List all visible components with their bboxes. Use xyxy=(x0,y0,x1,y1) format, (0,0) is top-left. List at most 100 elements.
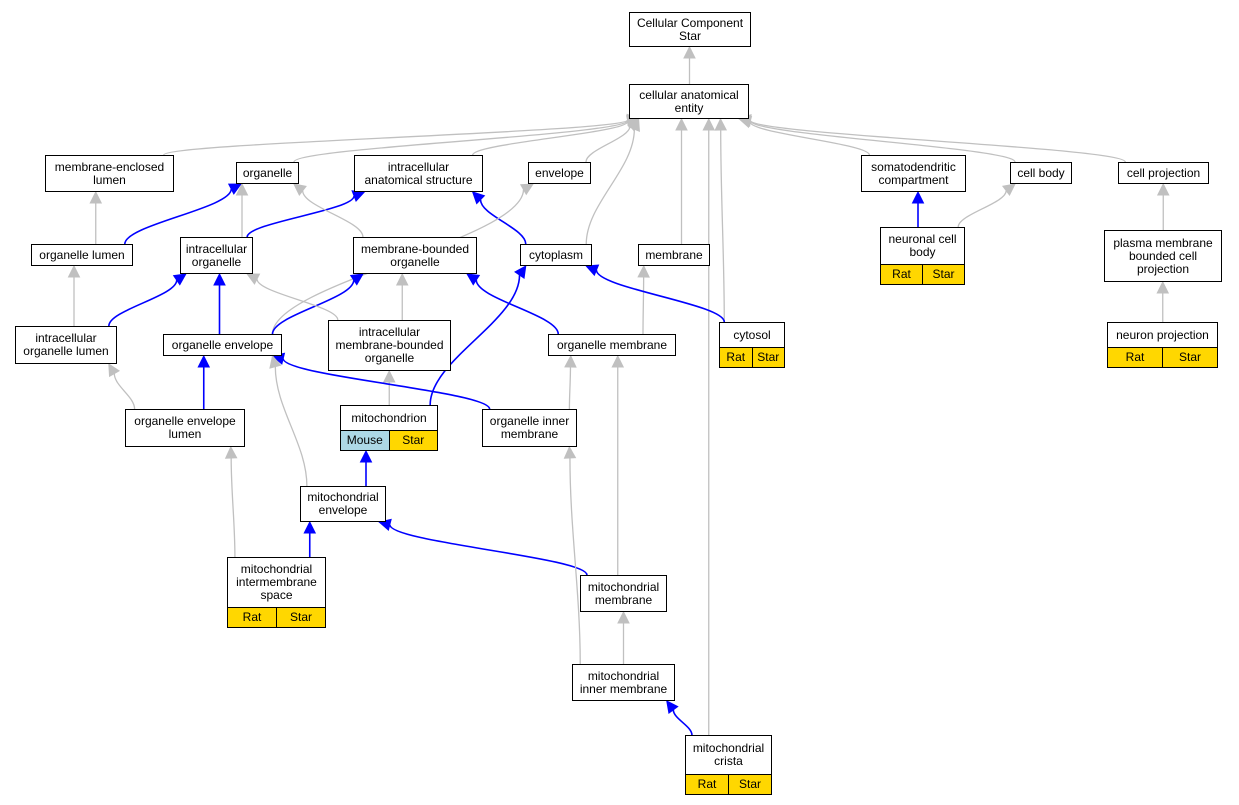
edge-intorg-to-ias xyxy=(246,195,355,238)
arrowhead xyxy=(359,449,373,463)
edge-oim-to-orgmem xyxy=(568,366,572,410)
edge-oim-to-orgenv xyxy=(282,358,491,410)
edge-cytosol-to-cytoplasm xyxy=(595,269,726,323)
arrowhead xyxy=(519,183,535,196)
edge-cellproj-to-cae xyxy=(749,119,1126,163)
arrowhead xyxy=(683,45,696,59)
tag-rat: Rat xyxy=(720,348,752,367)
arrowhead xyxy=(1156,182,1170,196)
arrowhead xyxy=(666,700,679,714)
arrowhead xyxy=(303,520,317,534)
term-label: intracellular membrane-bounded organelle xyxy=(335,325,444,365)
tag-star: Star xyxy=(751,348,784,367)
term-label: mitochondrial intermembrane space xyxy=(236,562,317,602)
term-label: organelle lumen xyxy=(39,247,125,262)
edge-mel-to-cae xyxy=(163,119,629,156)
term-node-plasma-membrane-bounded-cell-projection[interactable]: plasma membrane bounded cell projection xyxy=(1104,230,1222,282)
term-node-cellular-anatomical-entity[interactable]: cellular anatomical entity xyxy=(629,84,749,119)
tag-rat: Rat xyxy=(228,608,276,627)
term-node-organelle-inner-membrane[interactable]: organelle inner membrane xyxy=(482,409,577,447)
term-label: cell projection xyxy=(1126,165,1201,180)
term-node-mitochondrial-envelope[interactable]: mitochondrial envelope xyxy=(300,486,386,522)
tag-rat: Rat xyxy=(1108,348,1162,367)
term-node-organelle-envelope[interactable]: organelle envelope xyxy=(163,334,282,356)
term-node-intracellular-organelle[interactable]: intracellular organelle xyxy=(180,237,253,274)
edge-mitoenv-to-orgenv xyxy=(274,366,308,487)
term-label: cytosol xyxy=(733,327,771,342)
edge-mbo-to-organelle xyxy=(302,190,364,238)
term-label: cellular anatomical entity xyxy=(639,87,739,115)
term-label: neuronal cell body xyxy=(888,232,957,259)
term-node-intracellular-membrane-bounded-organelle[interactable]: intracellular membrane-bounded organelle xyxy=(328,320,451,371)
term-label: intracellular organelle xyxy=(185,241,248,269)
term-node-cellular-component-star[interactable]: Cellular Component Star xyxy=(629,12,751,47)
arrowhead xyxy=(514,265,527,280)
tag-star: Star xyxy=(728,775,771,794)
term-node-cell-body[interactable]: cell body xyxy=(1010,162,1072,184)
term-node-mitochondrial-inner-membrane[interactable]: mitochondrial inner membrane xyxy=(572,664,675,701)
arrowhead xyxy=(471,191,486,205)
arrowhead xyxy=(1001,183,1016,196)
arrowhead xyxy=(382,369,396,383)
edge-orgmem-to-membrane xyxy=(642,276,645,335)
edge-orgmem-to-mbo xyxy=(475,279,560,335)
arrowhead xyxy=(911,190,925,204)
term-node-envelope[interactable]: envelope xyxy=(528,162,591,184)
tag-star: Star xyxy=(388,431,437,450)
term-node-organelle-envelope-lumen[interactable]: organelle envelope lumen xyxy=(125,409,245,447)
edge-mito-to-cytoplasm xyxy=(429,275,521,406)
term-node-intracellular-anatomical-structure[interactable]: intracellular anatomical structure xyxy=(354,155,483,192)
term-label: membrane xyxy=(645,247,703,262)
edge-mims-to-oel xyxy=(230,457,236,558)
term-label: neuron projection xyxy=(1116,327,1209,342)
edge-cytoplasm-to-ias xyxy=(479,199,527,245)
term-label: mitochondrial membrane xyxy=(587,579,660,607)
arrowhead xyxy=(67,264,81,278)
term-node-mitochondrial-membrane[interactable]: mitochondrial membrane xyxy=(580,575,667,612)
arrowhead xyxy=(585,264,600,277)
term-node-membrane-bounded-organelle[interactable]: membrane-bounded organelle xyxy=(353,237,477,274)
edge-envelope-to-cae xyxy=(585,125,631,163)
term-label: membrane-bounded organelle xyxy=(360,241,470,269)
arrowhead xyxy=(246,273,261,285)
arrowhead xyxy=(564,354,577,368)
term-node-somatodendritic-compartment[interactable]: somatodendritic compartment xyxy=(861,155,966,192)
edge-orglumen-to-organelle xyxy=(124,188,233,245)
term-node-intracellular-organelle-lumen[interactable]: intracellular organelle lumen xyxy=(15,326,117,364)
tag-star: Star xyxy=(1162,348,1217,367)
term-label: mitochondrial envelope xyxy=(307,490,379,517)
arrowhead xyxy=(617,610,630,624)
tag-star: Star xyxy=(276,608,325,627)
term-node-membrane-enclosed-lumen[interactable]: membrane-enclosed lumen xyxy=(45,155,174,192)
arrowhead xyxy=(637,264,650,278)
arrowhead xyxy=(89,190,103,204)
arrowhead xyxy=(611,354,625,368)
term-node-organelle[interactable]: organelle xyxy=(236,162,299,184)
edge-orgenv-to-mbo xyxy=(271,279,355,335)
arrowhead xyxy=(224,445,238,459)
term-node-organelle-lumen[interactable]: organelle lumen xyxy=(31,244,133,266)
term-node-cell-projection[interactable]: cell projection xyxy=(1118,162,1209,184)
arrowhead xyxy=(702,117,716,131)
arrowhead xyxy=(395,272,409,286)
term-node-cytoplasm[interactable]: cytoplasm xyxy=(520,244,592,266)
tag-rat: Rat xyxy=(881,265,922,284)
edge-mitomem-to-mitoenv xyxy=(388,524,588,576)
arrowhead xyxy=(197,354,211,368)
tag-star: Star xyxy=(922,265,964,284)
arrowhead xyxy=(172,273,187,286)
edge-oel-to-iol xyxy=(113,373,136,410)
arrowhead xyxy=(349,273,364,286)
term-node-membrane[interactable]: membrane xyxy=(638,244,710,266)
term-node-organelle-membrane[interactable]: organelle membrane xyxy=(548,334,676,356)
